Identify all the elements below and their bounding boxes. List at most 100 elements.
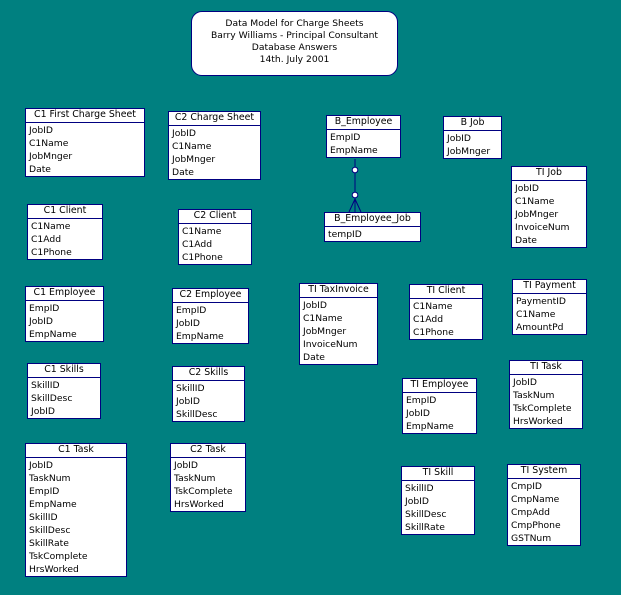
entity-attribute: JobID <box>29 460 53 471</box>
entity-attribute: JobMnger <box>515 209 559 220</box>
entity-name-panel <box>172 366 245 380</box>
entity-attribute: TskComplete <box>29 551 88 562</box>
entity-attribute: InvoiceNum <box>515 222 570 233</box>
entity-attribute: CmpAdd <box>511 507 550 518</box>
entity-attribute: C1Name <box>31 221 71 232</box>
entity-attribute: JobID <box>172 128 196 139</box>
entity-name-panel <box>25 286 104 300</box>
entity-attribute: EmpName <box>330 145 378 156</box>
entity-name-panel <box>409 284 483 298</box>
entity-name-panel <box>511 166 587 180</box>
entity-name-panel <box>402 378 477 392</box>
entity-name-panel <box>27 204 103 218</box>
diagram-title-box: Data Model for Charge Sheets Barry Willi… <box>191 11 398 76</box>
entity-attribute: EmpID <box>29 303 60 314</box>
entity-attribute: SkillID <box>176 383 205 394</box>
entity-attribute: SkillRate <box>405 522 445 533</box>
optional-circle-bottom <box>351 191 359 199</box>
date-line: 14th. July 2001 <box>259 54 330 65</box>
entity-name-panel <box>168 111 261 125</box>
entity-name-panel <box>507 464 581 478</box>
entity-attribute: JobMnger <box>447 146 491 157</box>
entity-attribute-list: SkillID JobID SkillDesc <box>172 380 245 422</box>
entity-attribute: JobID <box>303 300 327 311</box>
entity-name-panel <box>25 443 127 457</box>
entity-name-panel <box>299 283 378 297</box>
entity-attribute: EmpName <box>29 329 77 340</box>
entity-attribute: GSTNum <box>511 533 552 544</box>
entity-attribute: EmpID <box>176 305 207 316</box>
entity-name-panel <box>25 108 145 122</box>
entity-attribute: InvoiceNum <box>303 339 358 350</box>
entity-attribute: C1Phone <box>31 247 72 258</box>
entity-attribute: C1Name <box>172 141 212 152</box>
entity-attribute: SkillID <box>31 380 60 391</box>
entity-name-panel <box>401 466 475 480</box>
entity-attribute: TskComplete <box>513 403 572 414</box>
entity-attribute: JobID <box>29 125 53 136</box>
entity-attribute: JobID <box>513 377 537 388</box>
entity-attribute: JobID <box>176 396 200 407</box>
entity-attribute: Date <box>29 164 51 175</box>
title-line: Data Model for Charge Sheets <box>225 18 364 29</box>
entity-name: TI Payment <box>523 280 576 291</box>
author-line: Barry Williams - Principal Consultant <box>210 30 379 41</box>
entity-attribute-list: JobID JobMnger <box>443 130 502 159</box>
entity-attribute: CmpPhone <box>511 520 561 531</box>
entity-attribute: C1Add <box>182 239 213 250</box>
entity-name-panel <box>170 443 246 457</box>
entity-attribute: TaskNum <box>174 473 216 484</box>
entity-attribute: JobID <box>447 133 471 144</box>
organization-line: Database Answers <box>251 42 338 53</box>
entity-name: C2 Client <box>193 210 237 221</box>
entity-attribute: Date <box>303 352 325 363</box>
crows-foot-left <box>348 198 356 213</box>
entity-attribute: EmpName <box>176 331 224 342</box>
entity-attribute: SkillID <box>29 512 58 523</box>
entity-attribute: HrsWorked <box>29 564 79 575</box>
entity-name-panel <box>178 209 252 223</box>
entity-attribute: C1Name <box>303 313 343 324</box>
entity-name: B_Employee <box>334 116 393 127</box>
entity-attribute: HrsWorked <box>174 499 224 510</box>
entity-name: C2 Skills <box>188 367 229 378</box>
entity-attribute: C1Name <box>182 226 222 237</box>
entity-attribute: SkillDesc <box>176 409 218 420</box>
entity-name-panel <box>324 212 421 226</box>
entity-attribute: C1Add <box>31 234 62 245</box>
entity-name: C1 Employee <box>33 287 96 298</box>
entity-attribute: C1Name <box>516 309 556 320</box>
entity-attribute: C1Name <box>29 138 69 149</box>
entity-name: TI Task <box>530 361 562 372</box>
entity-name-panel <box>443 116 502 130</box>
entity-attribute: JobMnger <box>29 151 73 162</box>
entity-name: TI Client <box>426 285 466 296</box>
entity-name: C1 Skills <box>44 364 84 375</box>
entity-attribute: Date <box>515 235 537 246</box>
entity-attribute: JobID <box>406 408 430 419</box>
entity-attribute: EmpID <box>330 132 361 143</box>
entity-attribute: JobID <box>31 406 55 417</box>
